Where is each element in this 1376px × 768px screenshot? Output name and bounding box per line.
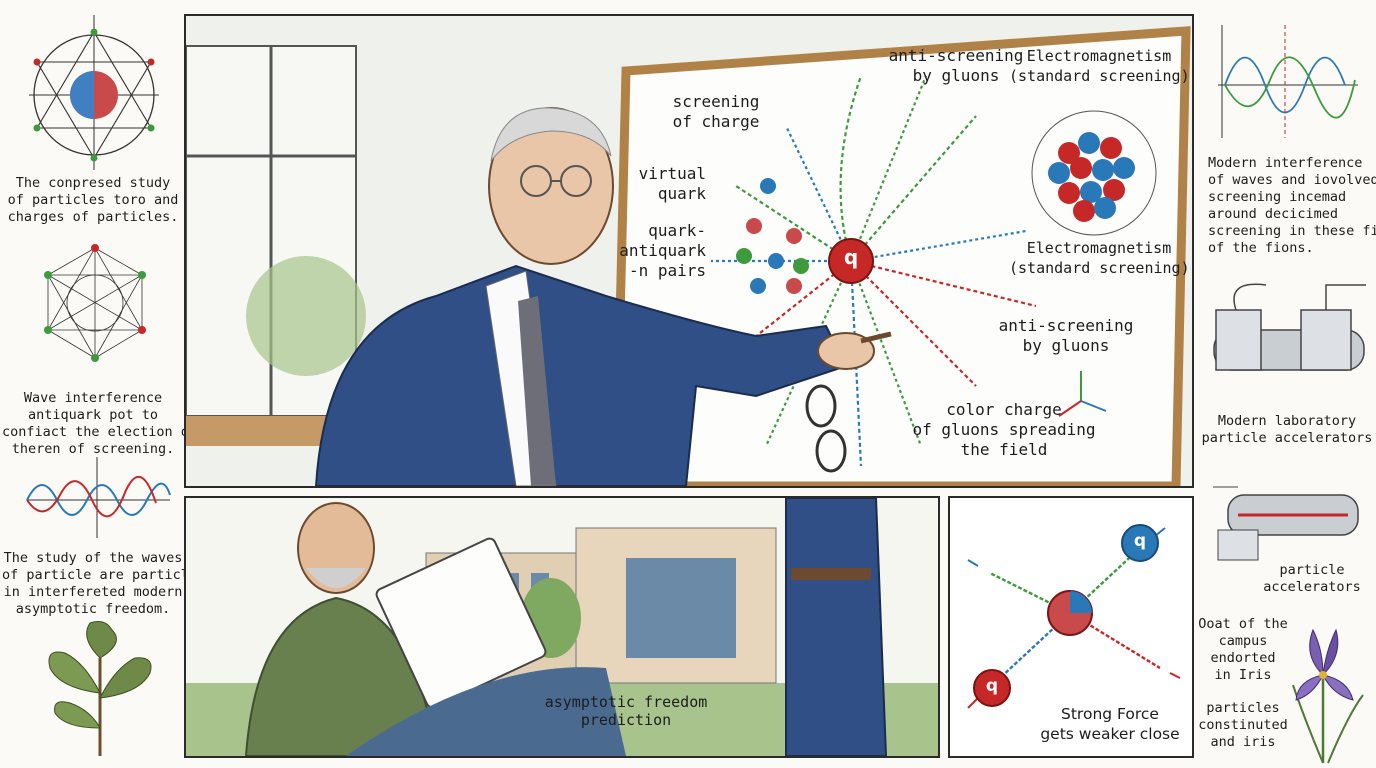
label-electromagnetism-top: Electromagnetism(standard screening) [1009,47,1190,85]
label-quark-antiquark-pairs: quark-antiquark-n pairs [619,221,706,280]
nucleus-illustration [1031,110,1157,236]
campus-scene [186,498,938,756]
quark-gluon-diagram [967,524,1181,709]
lab-equipment-illustration [1213,283,1366,371]
wave-interference-plot [26,457,171,538]
label-electromagnetism-bottom: Electromagnetism(standard screening) [1009,239,1190,277]
lecturer-figure [314,107,892,486]
inset-quark-red: q [985,676,999,696]
central-quark-symbol: q [843,245,859,269]
oak-leaf-illustration [48,621,152,756]
accelerator-illustration [1213,486,1359,561]
particle-orbit-diagram [29,15,159,170]
inset-quark-blue: q [1133,531,1147,551]
network-diagram [44,244,146,362]
wave-plot-icon [1218,25,1358,138]
color-axes-icon [1058,371,1107,417]
iris-flower-illustration [1292,628,1364,764]
